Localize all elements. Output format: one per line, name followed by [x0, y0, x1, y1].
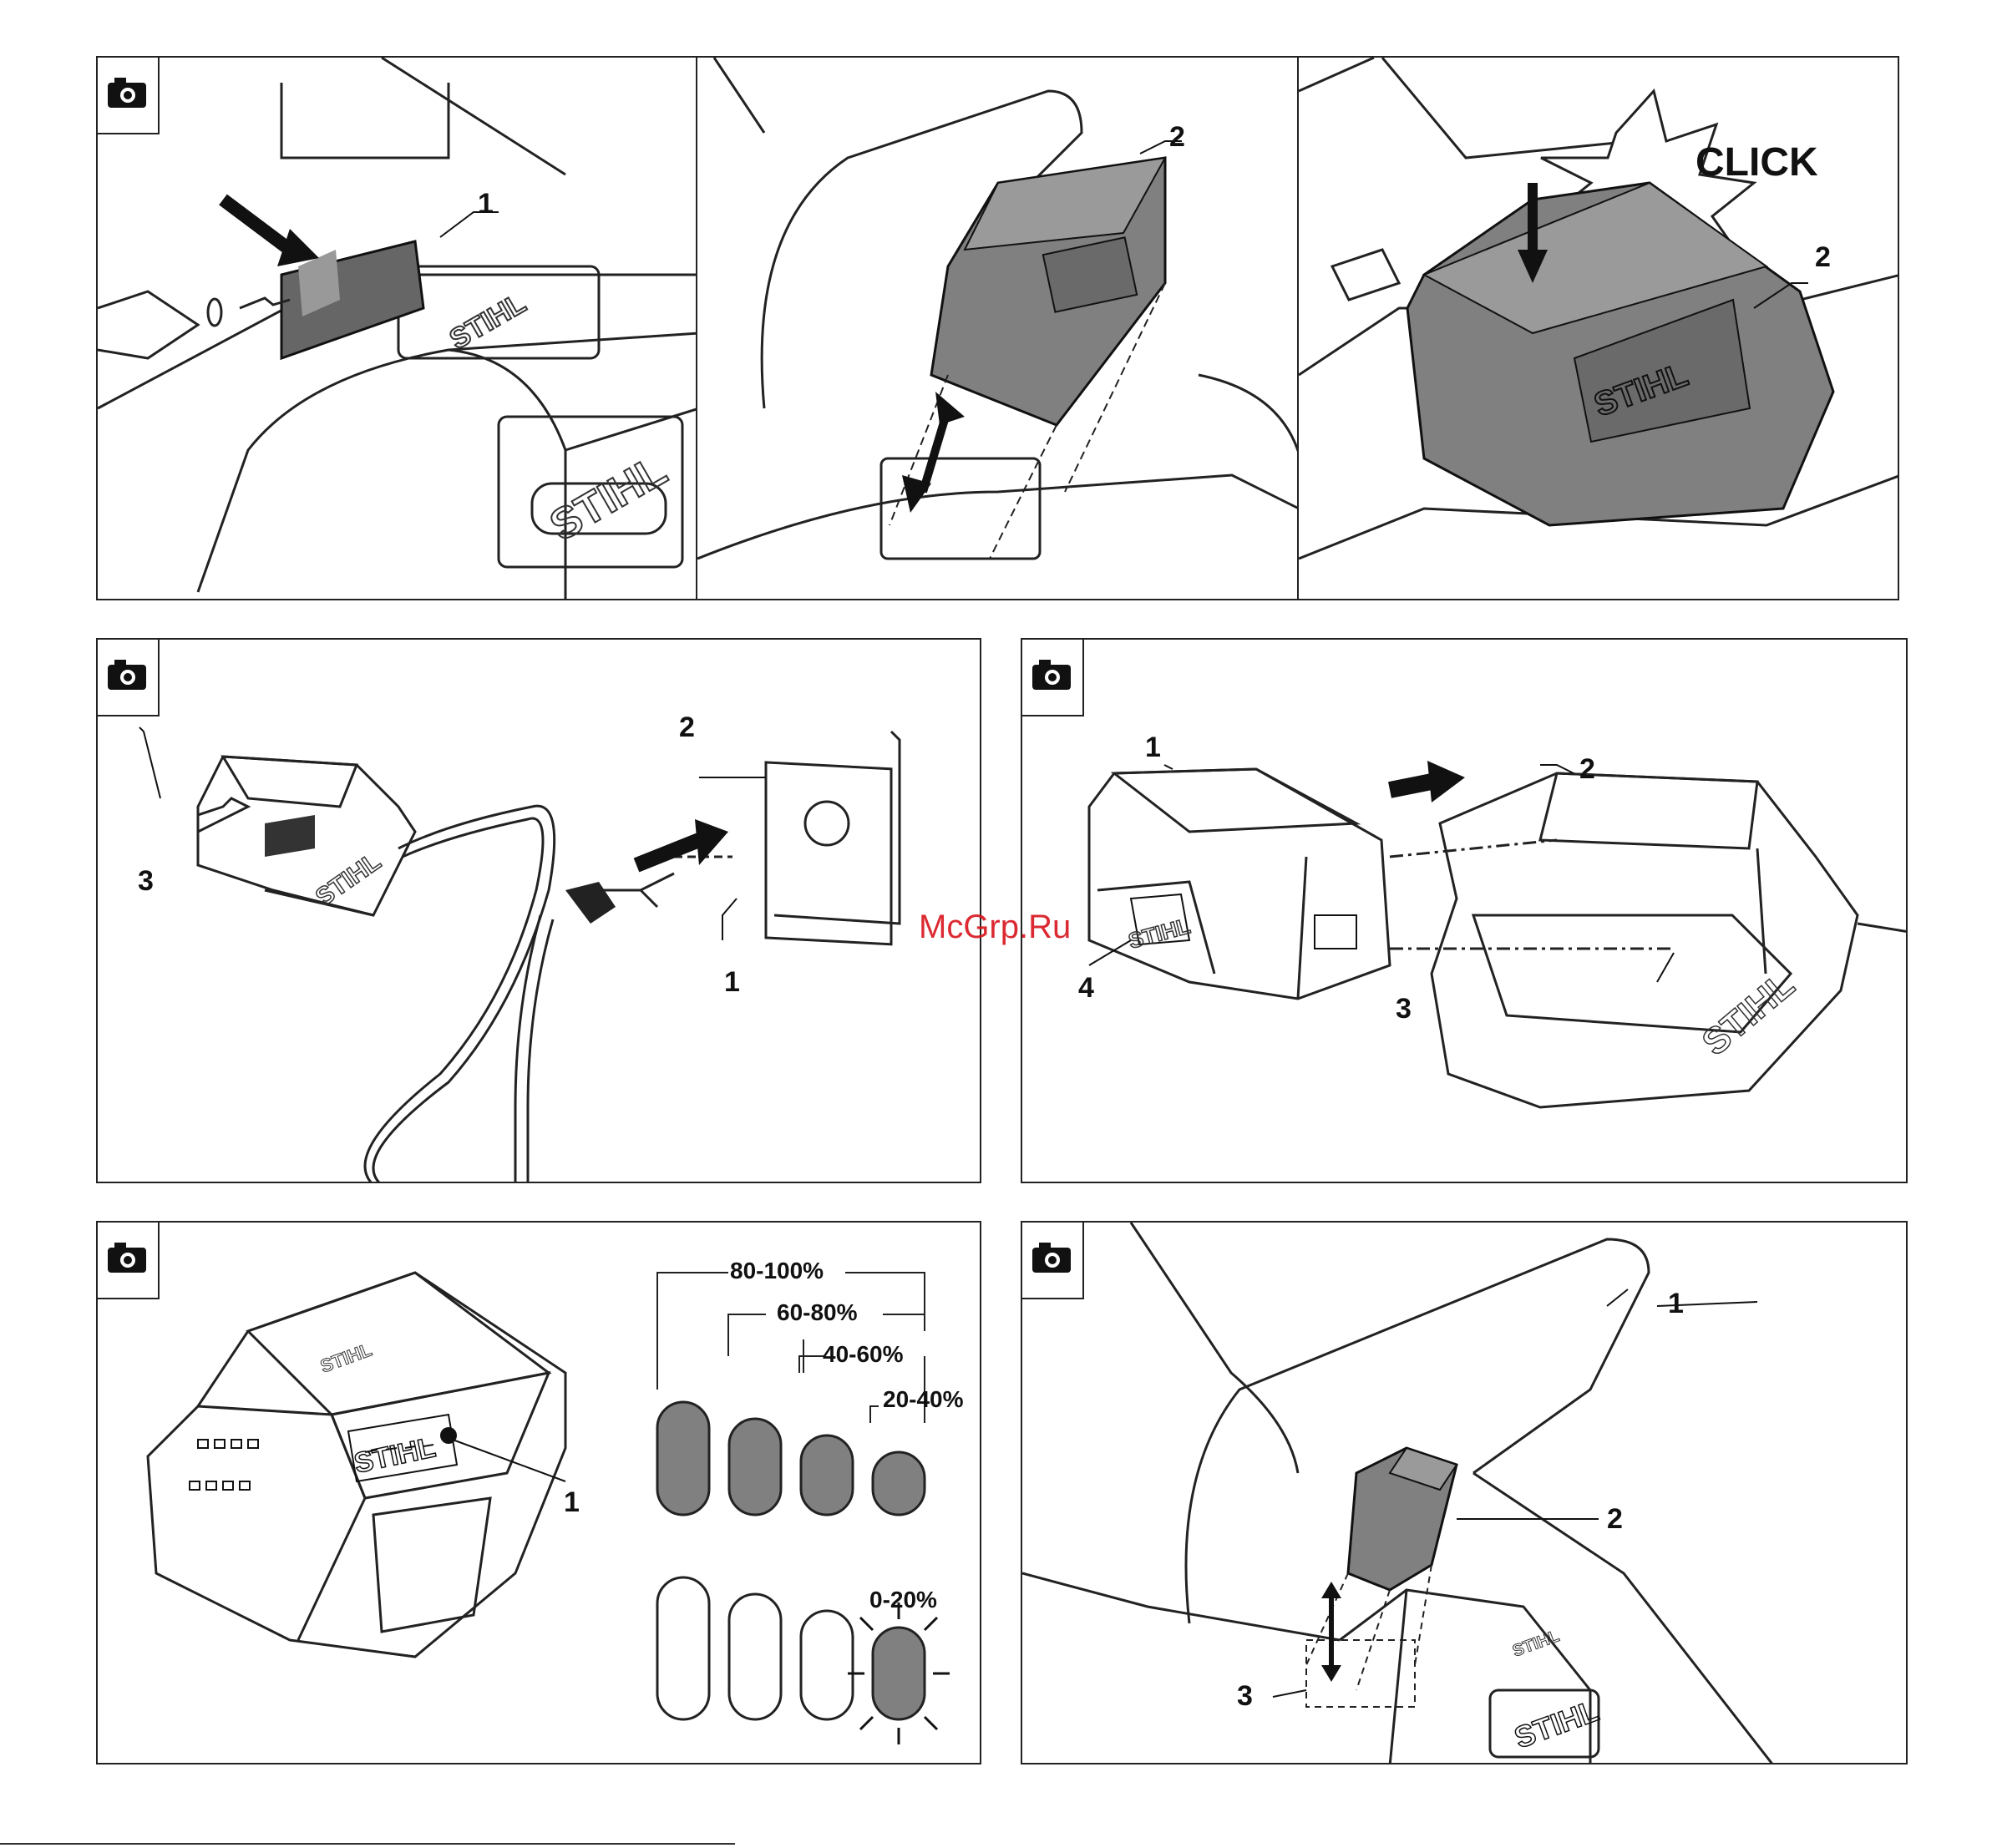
callout-label: 3 — [1237, 1682, 1253, 1710]
illustration-battery-to-charger: STIHL STIHL — [1022, 640, 1908, 1183]
charge-level-label: 60-80% — [777, 1301, 858, 1324]
callout-label: 1 — [478, 190, 494, 218]
illustration-charger-and-socket: STIHL — [98, 640, 981, 1183]
panel-remove-key: STIHL STIHL 1 2 3 — [1021, 1221, 1908, 1764]
led-segment — [873, 1452, 925, 1515]
led-segment — [657, 1402, 709, 1515]
brand-logo: STIHL — [352, 1431, 438, 1480]
brand-logo: STIHL — [542, 446, 675, 550]
panel-place-battery-in-charger: STIHL STIHL 1 2 4 3 — [1021, 638, 1908, 1183]
panel-charge-indicator: STIHL STIHL — [96, 1221, 981, 1764]
panel-insert-key: STIHL STIHL 1 — [96, 56, 697, 600]
callout-label: 2 — [1607, 1505, 1623, 1533]
led-segment-blinking — [873, 1628, 925, 1719]
led-row-full — [657, 1402, 925, 1515]
charge-level-label: 40-60% — [823, 1343, 904, 1366]
callout-label: 2 — [1169, 123, 1185, 151]
click-label: CLICK — [1695, 143, 1818, 183]
callout-label: 1 — [1668, 1289, 1684, 1318]
callout-label: 3 — [138, 867, 154, 895]
callout-label: 1 — [724, 968, 740, 996]
callout-label: 1 — [564, 1488, 580, 1516]
panel-connect-charger: STIHL 2 3 1 — [96, 638, 981, 1183]
illustration-key-removal: STIHL STIHL — [1022, 1223, 1908, 1764]
led-segment — [657, 1577, 709, 1719]
callout-label: 4 — [1078, 974, 1094, 1002]
panel-insert-battery: 2 — [696, 56, 1299, 600]
charge-level-label: 80-100% — [730, 1259, 824, 1283]
footer-rule — [0, 1843, 735, 1845]
led-segment — [801, 1611, 853, 1719]
led-segment — [729, 1594, 781, 1719]
brand-logo: STIHL — [317, 1339, 374, 1376]
callout-label: 3 — [1396, 995, 1412, 1023]
illustration-battery-lift — [697, 58, 1299, 600]
illustration-mower-key-slot: STIHL STIHL — [98, 58, 697, 600]
watermark: McGrp.Ru — [919, 909, 1071, 946]
callout-label: 2 — [1815, 243, 1831, 271]
led-segment — [729, 1419, 781, 1515]
callout-label: 2 — [1579, 755, 1595, 783]
brand-logo: STIHL — [1126, 913, 1193, 953]
callout-label: 2 — [679, 713, 695, 742]
panel-battery-click: STIHL CLICK 2 — [1297, 56, 1899, 600]
callout-label: 1 — [1145, 733, 1161, 762]
brand-logo: STIHL — [311, 848, 386, 912]
illustration-battery-seated: STIHL — [1299, 58, 1899, 600]
charge-level-label: 0-20% — [869, 1588, 937, 1612]
charge-level-label: 20-40% — [883, 1388, 964, 1411]
led-segment — [801, 1435, 853, 1515]
brand-logo: STIHL — [1510, 1627, 1562, 1660]
